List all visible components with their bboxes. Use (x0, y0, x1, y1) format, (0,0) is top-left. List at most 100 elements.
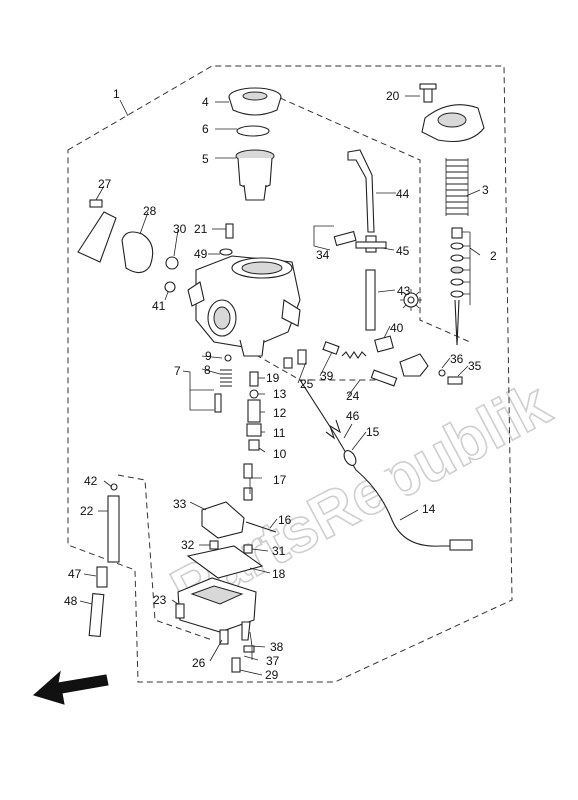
part-float (201, 501, 245, 539)
part-o-ring-jet (249, 389, 259, 399)
assembly-boundary (67, 65, 513, 683)
callout-46: 46 (346, 409, 360, 423)
callout-20: 20 (386, 89, 400, 103)
part-top-cover (421, 104, 485, 143)
part-pilot-screw (225, 223, 234, 239)
part-drain-bolt (231, 657, 241, 673)
callout-9: 9 (205, 349, 212, 363)
callout-37: 37 (266, 654, 280, 668)
callout-39: 39 (320, 369, 334, 383)
part-drain-bracket (241, 621, 251, 641)
part-small-washer (438, 369, 446, 377)
part-o-ring (236, 125, 270, 137)
part-float-screw-left (209, 540, 219, 550)
callout-4: 4 (202, 95, 209, 109)
callout-26: 26 (192, 656, 206, 670)
callout-6: 6 (202, 122, 209, 136)
part-tube-clamp (110, 483, 118, 491)
callout-45: 45 (396, 244, 410, 258)
part-cover-bolt (89, 199, 103, 208)
callout-12: 12 (273, 406, 287, 420)
arrow-front-icon (32, 670, 109, 705)
callout-44: 44 (396, 187, 410, 201)
callout-38: 38 (270, 640, 284, 654)
callout-21: 21 (194, 222, 208, 236)
part-needle-jet-holder (249, 371, 259, 387)
part-small-pipe (333, 230, 357, 247)
part-spring (445, 158, 469, 216)
callout-35: 35 (468, 359, 482, 373)
callout-15: 15 (366, 425, 380, 439)
part-mixture-screw (214, 393, 222, 413)
part-bowl-screw (175, 603, 185, 619)
part-drain-screw (219, 629, 229, 645)
callout-27: 27 (98, 177, 112, 191)
part-adjust-screw (370, 369, 398, 387)
callout-41: 41 (152, 299, 166, 313)
callout-47: 47 (68, 567, 82, 581)
callout-23: 23 (153, 593, 167, 607)
callout-8: 8 (204, 363, 211, 377)
callout-49: 49 (194, 247, 208, 261)
part-float-gasket (186, 545, 264, 579)
part-side-cover-plate (77, 211, 117, 263)
part-vent-hose (347, 149, 375, 233)
part-o-ring-small (224, 354, 232, 362)
callout-labels: 1 2 3 4 5 6 7 8 9 10 11 12 13 14 15 16 1… (64, 87, 497, 682)
part-float-bowl (177, 577, 257, 633)
callout-1: 1 (113, 87, 120, 101)
callout-31: 31 (272, 544, 286, 558)
part-mixture-spring (220, 369, 232, 387)
callout-36: 36 (450, 352, 464, 366)
callout-22: 22 (80, 504, 94, 518)
part-cable-end (449, 539, 473, 551)
callout-34: 34 (316, 248, 330, 262)
callout-3: 3 (482, 183, 489, 197)
part-cable-spring (325, 419, 341, 440)
callout-24: 24 (346, 389, 360, 403)
part-side-gasket (121, 231, 154, 274)
part-piston-valve (235, 149, 275, 201)
part-t-fitting (355, 235, 387, 253)
callout-28: 28 (143, 204, 157, 218)
callout-42: 42 (84, 474, 98, 488)
part-float-screw-right (243, 544, 253, 554)
part-nut (165, 256, 179, 270)
part-adjust-spring (341, 351, 367, 359)
part-plug (164, 281, 176, 293)
callout-18: 18 (272, 567, 286, 581)
callout-5: 5 (202, 152, 209, 166)
part-throttle-bolt (447, 376, 463, 385)
leader-lines (79, 95, 481, 676)
part-throttle-cable (299, 379, 452, 547)
callout-10: 10 (273, 447, 287, 461)
guide-line-top (261, 89, 471, 343)
callout-29: 29 (265, 668, 279, 682)
part-lower-tube (88, 593, 105, 638)
callout-48: 48 (64, 594, 78, 608)
callout-32: 32 (181, 538, 195, 552)
part-tube-joint (96, 566, 108, 588)
callout-13: 13 (273, 387, 287, 401)
callout-11: 11 (273, 426, 286, 440)
gear-icon (400, 289, 422, 311)
callout-30: 30 (173, 222, 187, 236)
part-cover-screw (419, 83, 437, 103)
callout-33: 33 (173, 497, 187, 511)
callout-43: 43 (397, 284, 411, 298)
callout-40: 40 (390, 321, 404, 335)
callout-14: 14 (422, 502, 436, 516)
callout-25: 25 (300, 377, 314, 391)
part-cable-boot (343, 450, 357, 466)
part-plunger (322, 341, 340, 355)
part-overflow-tube (107, 495, 120, 563)
part-washer (219, 248, 233, 256)
callout-19: 19 (266, 371, 280, 385)
part-starter-jet (297, 349, 307, 365)
part-small-jet (283, 357, 293, 369)
part-top-cap (228, 87, 282, 116)
part-drain-plug (243, 645, 255, 653)
part-needle-set (450, 227, 464, 346)
part-main-jet-holder (246, 423, 262, 437)
